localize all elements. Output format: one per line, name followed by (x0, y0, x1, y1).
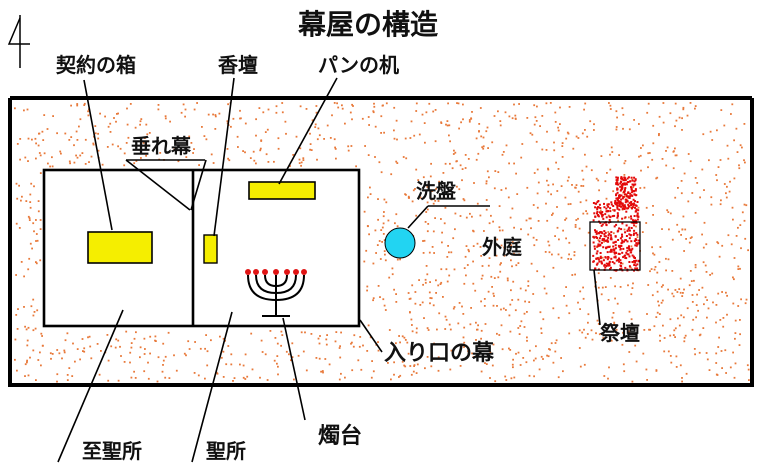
label-laver: 洗盤 (416, 179, 457, 203)
bread-table (248, 181, 316, 200)
label-altar: 祭壇 (599, 321, 640, 345)
outer-court-boundary (8, 96, 754, 387)
lampstand (247, 274, 305, 317)
altar-texture (592, 176, 640, 272)
tabernacle-building (42, 168, 361, 328)
label-holy-place: 聖所 (206, 439, 246, 463)
incense-altar (203, 234, 218, 264)
label-bread-table: パンの机 (318, 53, 399, 77)
laver-basin (384, 227, 416, 259)
label-lampstand: 燭台 (318, 423, 362, 449)
label-holy-of-holies: 至聖所 (82, 439, 142, 463)
leader-lines (57, 77, 601, 463)
lampstand-flames (245, 269, 307, 275)
north-mark-icon (7, 15, 30, 68)
label-entrance-curtain: 入り口の幕 (384, 341, 495, 366)
label-veil: 垂れ幕 (131, 134, 192, 158)
label-outer-court: 外庭 (482, 235, 522, 259)
label-incense-altar: 香壇 (218, 53, 258, 77)
altar-frame (589, 221, 641, 271)
ark-of-covenant (87, 231, 153, 264)
label-ark: 契約の箱 (55, 53, 136, 77)
diagram-title: 幕屋の構造 (297, 8, 438, 41)
